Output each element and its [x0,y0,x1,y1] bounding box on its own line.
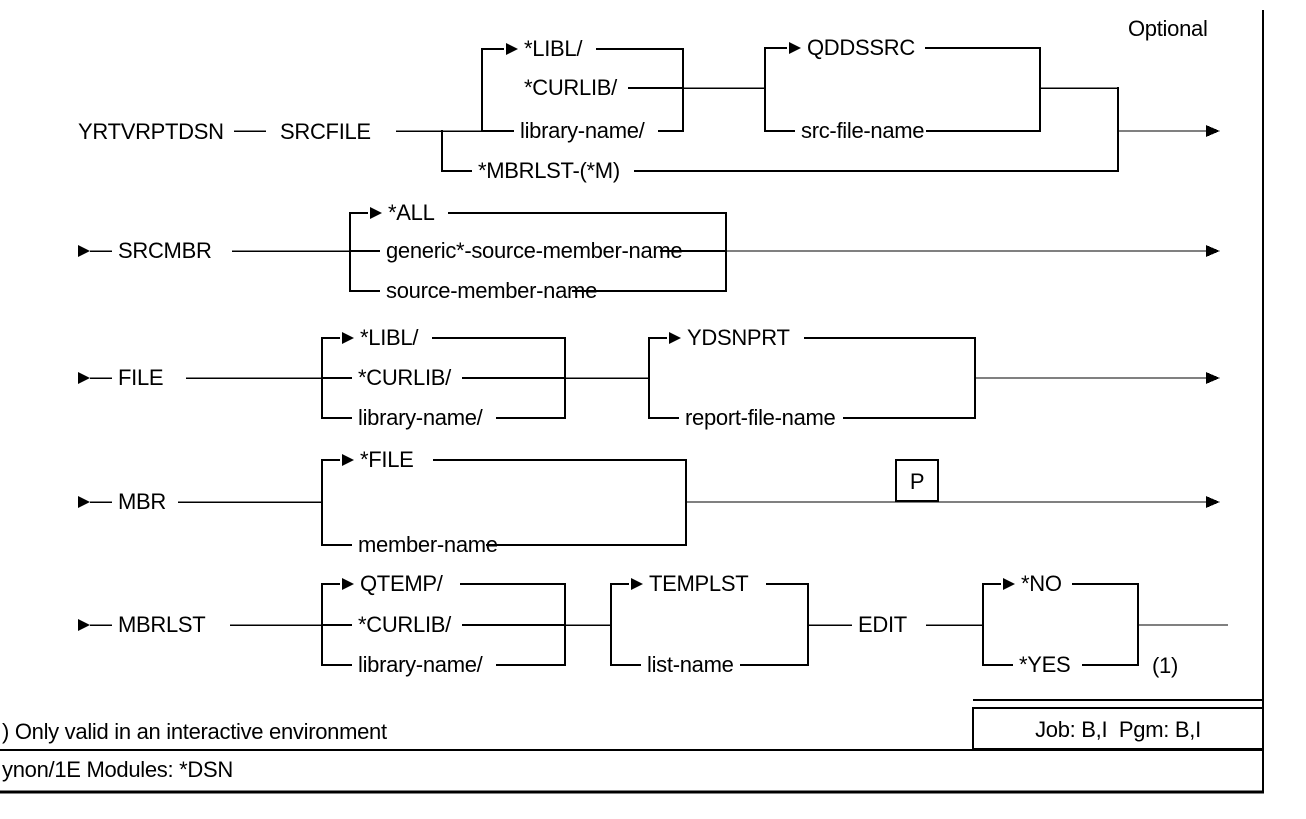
default-arrow-icon [789,42,801,54]
srcfile-libraryname-option: library-name/ [520,118,646,143]
continuation-arrow-icon [78,372,90,384]
row-file: FILE *LIBL/ *CURLIB/ library-name/ YDSNP… [78,325,1220,430]
mbrlst-qtemp-option: QTEMP/ [360,571,444,596]
srcmbr-label: SRCMBR [118,238,212,263]
footer: Job: B,I Pgm: B,I ) Only valid in an int… [0,699,1264,794]
default-arrow-icon [342,454,354,466]
edit-yes-option: *YES [1019,652,1070,677]
srcfile-libl-option: *LIBL/ [524,36,583,61]
continue-arrow-icon [1206,125,1220,137]
footnote-ref-label: (1) [1152,653,1178,678]
continue-arrow-icon [1206,372,1220,384]
row-srcfile: YRTVRPTDSN SRCFILE *LIBL/ *CURLIB/ libra… [78,35,1220,183]
srcfile-label: SRCFILE [280,119,371,144]
repeat-marker-label: P [910,469,924,494]
default-arrow-icon [631,578,643,590]
file-curlib-option: *CURLIB/ [358,365,452,390]
job-pgm-box [972,707,1264,750]
continuation-arrow-icon [78,496,90,508]
row-mbr: MBR *FILE member-name P [78,447,1220,557]
file-reportfilename-option: report-file-name [685,405,836,430]
modules-text: ynon/1E Modules: *DSN [2,757,233,782]
srcmbr-all-option: *ALL [388,200,435,225]
file-ydsnprt-option: YDSNPRT [687,325,790,350]
srcfile-curlib-option: *CURLIB/ [524,75,618,100]
default-arrow-icon [506,43,518,55]
mbr-label: MBR [118,489,166,514]
srcmbr-generic-option: generic*-source-member-name [386,238,682,263]
mbrlst-listname-option: list-name [647,652,734,677]
mbrlst-curlib-option: *CURLIB/ [358,612,452,637]
srcfile-srcfilename-option: src-file-name [801,118,924,143]
file-libl-option: *LIBL/ [360,325,419,350]
default-arrow-icon [1003,578,1015,590]
default-arrow-icon [669,332,681,344]
default-arrow-icon [370,207,382,219]
mbrlst-templst-option: TEMPLST [649,571,748,596]
file-libraryname-option: library-name/ [358,405,484,430]
default-arrow-icon [342,578,354,590]
srcfile-qddssrc-option: QDDSSRC [807,35,915,60]
repeat-marker-box [895,459,939,502]
mbrlst-label: MBRLST [118,612,205,637]
job-pgm-label: Job: B,I Pgm: B,I [1035,717,1201,742]
row-mbrlst: MBRLST QTEMP/ *CURLIB/ library-name/ TEM… [78,571,1228,678]
srcmbr-membername-option: source-member-name [386,278,597,303]
continue-arrow-icon [1206,496,1220,508]
mbr-membername-option: member-name [358,532,498,557]
row-srcmbr: SRCMBR *ALL generic*-source-member-name … [78,200,1220,303]
footnote-text: ) Only valid in an interactive environme… [2,719,387,744]
continue-arrow-icon [1206,245,1220,257]
mbr-file-option: *FILE [360,447,414,472]
edit-no-option: *NO [1021,571,1062,596]
srcfile-mbrlst-bypass-option: *MBRLST-(*M) [478,158,620,183]
mbrlst-libraryname-option: library-name/ [358,652,484,677]
file-label: FILE [118,365,163,390]
edit-label: EDIT [858,612,907,637]
continuation-arrow-icon [78,619,90,631]
command-label: YRTVRPTDSN [78,119,224,144]
optional-label: Optional [1128,16,1208,41]
default-arrow-icon [342,332,354,344]
continuation-arrow-icon [78,245,90,257]
